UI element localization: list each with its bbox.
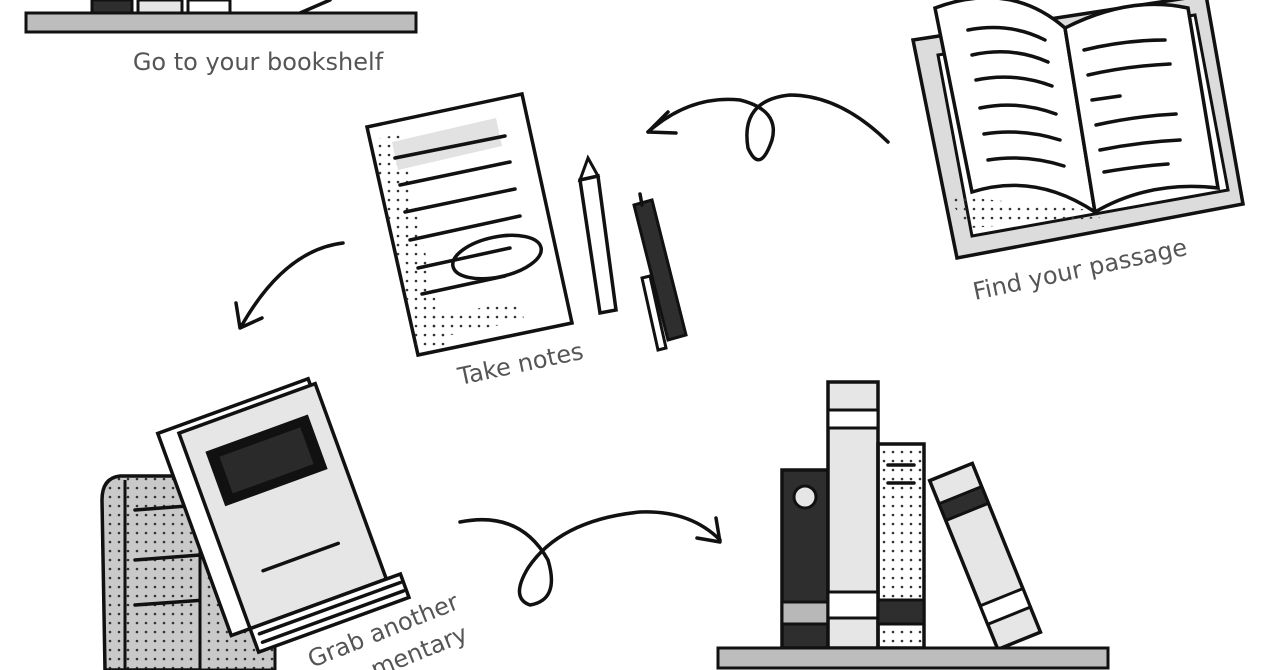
pencil-icon [577, 154, 618, 316]
bookshelf-illustration [24, 0, 418, 34]
arrow-notes-to-commentary [234, 241, 345, 330]
arrow-passage-to-notes [646, 93, 890, 162]
notes-paper-illustration [364, 91, 575, 358]
commentary-books-illustration [100, 376, 412, 670]
open-book-illustration [910, 0, 1246, 261]
return-bookshelf-illustration [716, 380, 1110, 670]
bookshelf-caption: Go to your bookshelf [133, 48, 384, 76]
arrow-commentary-to-shelf [458, 510, 722, 607]
pen-icon [632, 192, 688, 352]
